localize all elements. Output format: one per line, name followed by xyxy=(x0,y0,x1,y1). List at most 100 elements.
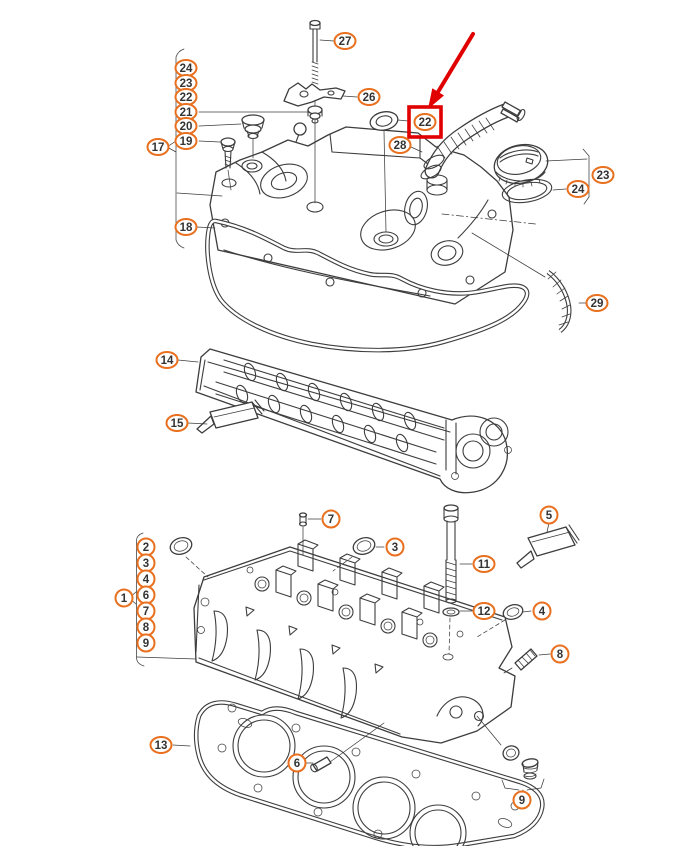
callout-2[interactable]: 2 xyxy=(136,537,156,557)
callout-28[interactable]: 28 xyxy=(388,136,412,154)
callout-17[interactable]: 17 xyxy=(146,138,170,156)
callout-1[interactable]: 1 xyxy=(114,588,134,608)
callout-bubble[interactable] xyxy=(388,136,412,154)
callout-number: 7 xyxy=(328,514,334,526)
callout-number: 5 xyxy=(546,510,553,522)
sealant-tube-15 xyxy=(196,399,265,434)
callout-layer: 2726242322212019171822282324291415735234… xyxy=(114,32,615,810)
callout-8[interactable]: 8 xyxy=(136,617,156,637)
callout-26[interactable]: 26 xyxy=(357,88,381,106)
callout-5[interactable]: 5 xyxy=(539,505,559,525)
callout-bubble[interactable] xyxy=(174,132,198,150)
callout-bubble[interactable] xyxy=(165,414,189,432)
callout-number: 12 xyxy=(478,606,491,618)
callout-number: 23 xyxy=(597,170,610,182)
callout-27[interactable]: 27 xyxy=(333,32,357,50)
oil-cap-oring xyxy=(501,178,553,204)
callout-bubble[interactable] xyxy=(321,509,341,529)
callout-number: 7 xyxy=(143,606,149,618)
callout-number: 3 xyxy=(392,542,398,554)
callout-15[interactable]: 15 xyxy=(165,414,189,432)
callout-number: 24 xyxy=(180,63,193,75)
callout-13[interactable]: 13 xyxy=(149,736,173,754)
cap-plug-20 xyxy=(241,114,265,159)
callout-21[interactable]: 21 xyxy=(174,103,198,121)
callout-3[interactable]: 3 xyxy=(136,553,156,573)
callout-bubble[interactable] xyxy=(114,588,134,608)
callout-12[interactable]: 12 xyxy=(472,602,496,620)
callout-4[interactable]: 4 xyxy=(532,601,552,621)
callout-number: 4 xyxy=(143,574,150,586)
callout-bubble[interactable] xyxy=(539,505,559,525)
callout-bubble[interactable] xyxy=(585,294,609,312)
line-art-layer xyxy=(128,19,590,846)
callout-bubble[interactable] xyxy=(472,602,496,620)
callout-bubble[interactable] xyxy=(357,88,381,106)
callout-bubble[interactable] xyxy=(512,790,532,810)
callout-number: 1 xyxy=(121,593,128,605)
callout-number: 17 xyxy=(152,142,165,154)
callout-9[interactable]: 9 xyxy=(136,633,156,653)
callout-number: 6 xyxy=(294,758,300,770)
callout-18[interactable]: 18 xyxy=(174,218,198,236)
callout-bubble[interactable] xyxy=(174,218,198,236)
callout-bubble[interactable] xyxy=(155,351,179,369)
callout-bubble[interactable] xyxy=(532,601,552,621)
callout-number: 20 xyxy=(180,121,193,133)
callout-number: 18 xyxy=(180,222,193,234)
callout-24[interactable]: 24 xyxy=(566,180,590,198)
callout-number: 29 xyxy=(591,298,604,310)
breather-hose xyxy=(420,101,526,180)
callout-bubble[interactable] xyxy=(146,138,170,156)
callout-29[interactable]: 29 xyxy=(585,294,609,312)
callout-7[interactable]: 7 xyxy=(321,509,341,529)
callout-bubble[interactable] xyxy=(591,166,615,184)
callout-bubble[interactable] xyxy=(472,555,496,573)
callout-bubble[interactable] xyxy=(566,180,590,198)
callout-7[interactable]: 7 xyxy=(136,601,156,621)
callout-24[interactable]: 24 xyxy=(174,59,198,77)
callout-3[interactable]: 3 xyxy=(385,537,405,557)
callout-number: 9 xyxy=(143,638,149,650)
leader-lines xyxy=(128,39,587,764)
callout-bubble[interactable] xyxy=(136,633,156,653)
callout-bubble[interactable] xyxy=(333,32,357,50)
washer-12 xyxy=(442,607,460,617)
callout-bubble[interactable] xyxy=(287,753,307,773)
valve-stem-pin-7 xyxy=(298,512,308,527)
sensor-bracket-26 xyxy=(283,82,346,107)
cap-plug-2 xyxy=(169,537,193,555)
callout-number: 8 xyxy=(143,622,150,634)
callout-bubble[interactable] xyxy=(413,113,437,131)
stud-8 xyxy=(503,648,538,674)
callout-8[interactable]: 8 xyxy=(550,644,570,664)
callout-number: 26 xyxy=(363,92,376,104)
callout-bubble[interactable] xyxy=(550,644,570,664)
callout-6[interactable]: 6 xyxy=(287,753,307,773)
callout-4[interactable]: 4 xyxy=(136,569,156,589)
callout-bubble[interactable] xyxy=(385,537,405,557)
callout-bubble[interactable] xyxy=(149,736,173,754)
callout-number: 11 xyxy=(478,559,491,571)
callout-number: 9 xyxy=(519,795,525,807)
callout-19[interactable]: 19 xyxy=(174,132,198,150)
callout-number: 24 xyxy=(572,184,585,196)
callout-number: 28 xyxy=(394,140,407,152)
camshaft-seal-22 xyxy=(369,111,399,233)
sealant-bead xyxy=(441,213,570,331)
callout-number: 22 xyxy=(180,92,193,104)
cap-plug-3 xyxy=(352,537,376,555)
callout-20[interactable]: 20 xyxy=(174,117,198,135)
callout-22-highlighted[interactable]: 22 xyxy=(407,105,443,139)
callout-number: 27 xyxy=(339,36,352,48)
callout-6[interactable]: 6 xyxy=(136,585,156,605)
callout-23[interactable]: 23 xyxy=(591,166,615,184)
callout-number: 15 xyxy=(171,418,184,430)
plug-and-seal-9 xyxy=(476,715,545,793)
callout-11[interactable]: 11 xyxy=(472,555,496,573)
callout-14[interactable]: 14 xyxy=(155,351,179,369)
callout-22[interactable]: 22 xyxy=(174,88,198,106)
callout-9[interactable]: 9 xyxy=(512,790,532,810)
cover-bolt-27 xyxy=(309,19,321,204)
